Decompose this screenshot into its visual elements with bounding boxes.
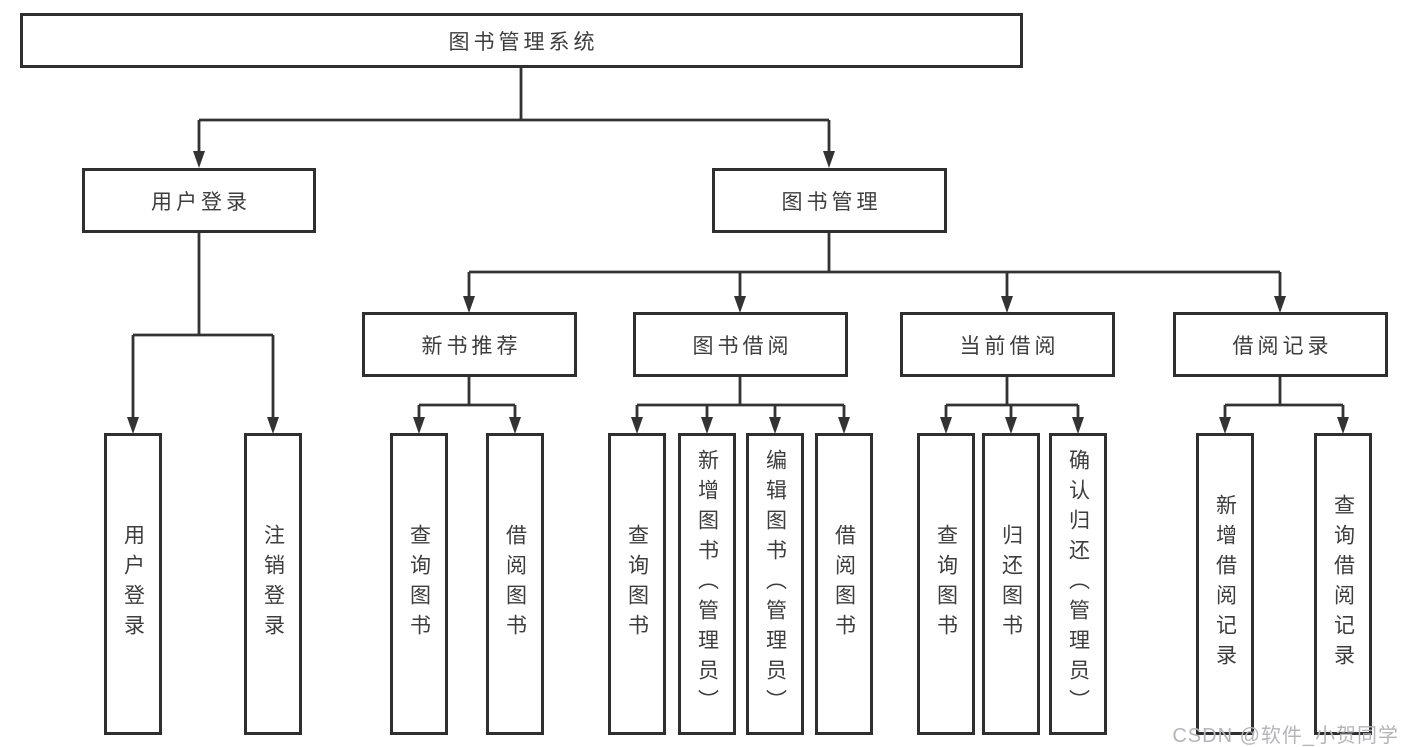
node-label: 查询借阅记录	[1331, 494, 1355, 674]
node-label: 注销登录	[261, 524, 285, 644]
connector-root-to-level2	[197, 68, 831, 152]
node-label: 借阅记录	[1232, 334, 1333, 358]
node-label: 查询图书	[934, 524, 958, 644]
node-label: 新增借阅记录	[1213, 494, 1237, 674]
node-label: 借阅图书	[503, 524, 527, 644]
leaf-recommend-borrow-books: 借阅图书	[486, 433, 544, 735]
leaf-borrow-borrow-books: 借阅图书	[815, 433, 873, 735]
node-label: 用户登录	[121, 524, 145, 644]
node-current-borrow: 当前借阅	[900, 312, 1115, 377]
leaf-current-return-books: 归还图书	[982, 433, 1040, 735]
leaf-borrow-edit-books-admin: 编辑图书（管理员）	[746, 433, 804, 735]
connector-recommend-to-leaves	[417, 377, 517, 418]
leaf-logout: 注销登录	[244, 433, 302, 735]
node-label: 查询图书	[625, 524, 649, 644]
node-label: 借阅图书	[832, 524, 856, 644]
leaf-user-login: 用户登录	[104, 433, 162, 735]
node-new-book-recommend: 新书推荐	[362, 312, 577, 377]
leaf-recommend-query-books: 查询图书	[390, 433, 448, 735]
leaf-current-confirm-return-admin: 确认归还（管理员）	[1049, 433, 1107, 735]
node-label: 编辑图书（管理员）	[763, 449, 787, 719]
node-label: 当前借阅	[959, 334, 1060, 358]
leaf-borrow-add-books-admin: 新增图书（管理员）	[678, 433, 736, 735]
node-book-borrow: 图书借阅	[633, 312, 848, 377]
connector-login-to-leaves	[131, 233, 275, 418]
node-book-management: 图书管理	[712, 168, 947, 233]
connector-borrow-to-leaves	[635, 377, 846, 418]
node-label: 查询图书	[407, 524, 431, 644]
node-label: 确认归还（管理员）	[1066, 449, 1090, 719]
connector-mgmt-to-level3	[467, 233, 1282, 297]
leaf-current-query-books: 查询图书	[917, 433, 975, 735]
node-label: 图书管理系统	[448, 30, 599, 54]
node-user-login: 用户登录	[82, 168, 316, 233]
node-label: 归还图书	[999, 524, 1023, 644]
node-label: 新增图书（管理员）	[695, 449, 719, 719]
node-label: 用户登录	[151, 190, 251, 214]
leaf-borrow-query-books: 查询图书	[608, 433, 666, 735]
csdn-watermark: CSDN @软件_小贺同学	[1172, 725, 1399, 747]
node-label: 图书借阅	[692, 334, 793, 358]
node-label: 新书推荐	[421, 334, 522, 358]
leaf-records-query-borrow-record: 查询借阅记录	[1314, 433, 1372, 735]
connector-current-to-leaves	[944, 377, 1080, 418]
leaf-records-add-borrow-record: 新增借阅记录	[1196, 433, 1254, 735]
node-library-management-system: 图书管理系统	[20, 13, 1023, 68]
node-borrow-records: 借阅记录	[1173, 312, 1388, 377]
connector-records-to-leaves	[1223, 377, 1345, 418]
node-label: 图书管理	[781, 190, 882, 214]
arrowheads	[127, 151, 1349, 434]
